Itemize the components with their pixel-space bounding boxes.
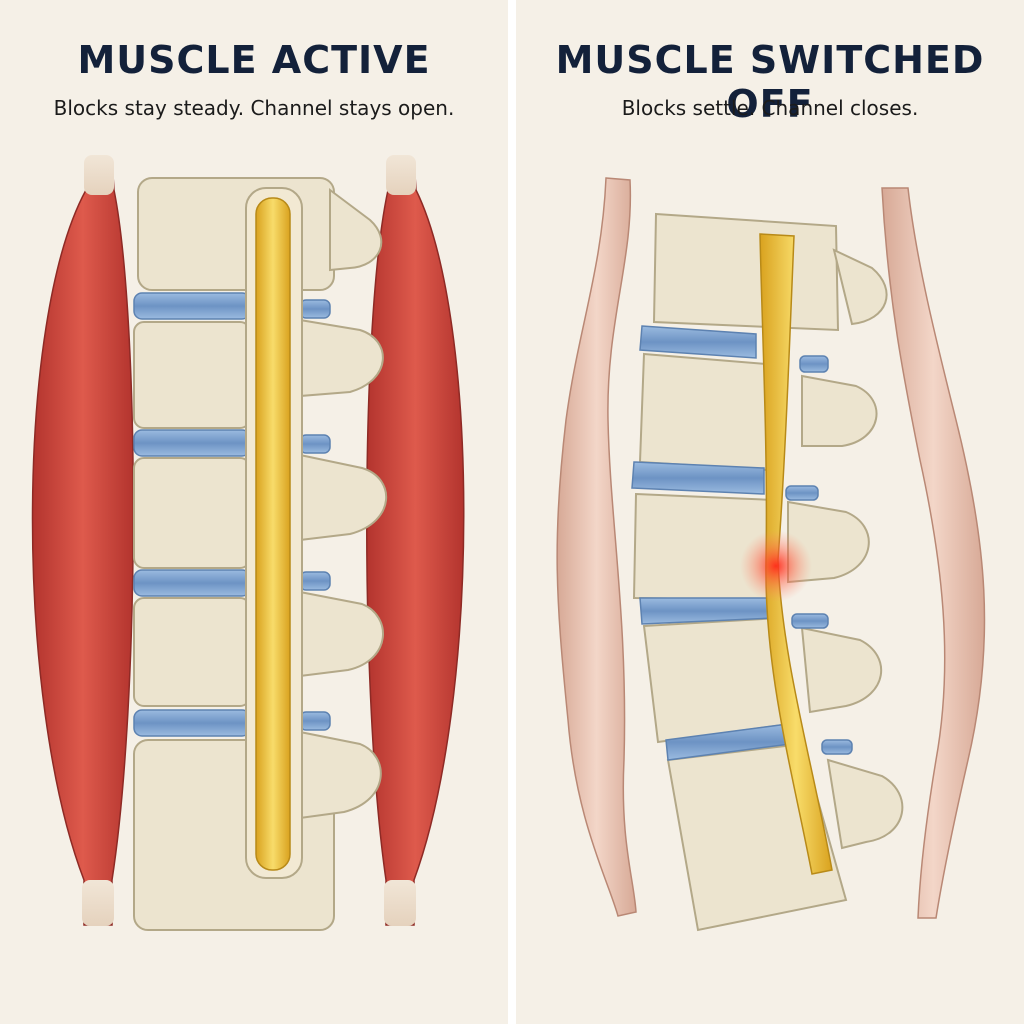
compression-pain-spot xyxy=(740,530,812,602)
muscle-right-active xyxy=(365,155,465,926)
disc-stack-active xyxy=(133,292,331,737)
panel-muscle-active: MUSCLE ACTIVE Blocks stay steady. Channe… xyxy=(0,0,508,1024)
vertebra-stack-active xyxy=(133,177,387,931)
muscle-left-off xyxy=(556,177,637,917)
spine-illustration-off xyxy=(556,177,986,932)
spinal-channel-open xyxy=(245,187,303,879)
panel-subtitle-active: Blocks stay steady. Channel stays open. xyxy=(53,96,455,120)
spinal-channel-narrowed xyxy=(759,233,833,875)
muscle-left-active xyxy=(31,155,135,926)
panel-title-off: MUSCLE SWITCHED OFF xyxy=(555,38,985,126)
panel-divider xyxy=(508,0,516,1024)
disc-stack-off xyxy=(631,325,853,761)
panel-title-active: MUSCLE ACTIVE xyxy=(77,38,431,82)
muscle-right-off xyxy=(881,187,986,919)
spine-illustration-active xyxy=(31,155,465,931)
panel-subtitle-off: Blocks settle. Channel closes. xyxy=(621,96,919,120)
panel-muscle-off: MUSCLE SWITCHED OFF Blocks settle. Chann… xyxy=(516,0,1024,1024)
